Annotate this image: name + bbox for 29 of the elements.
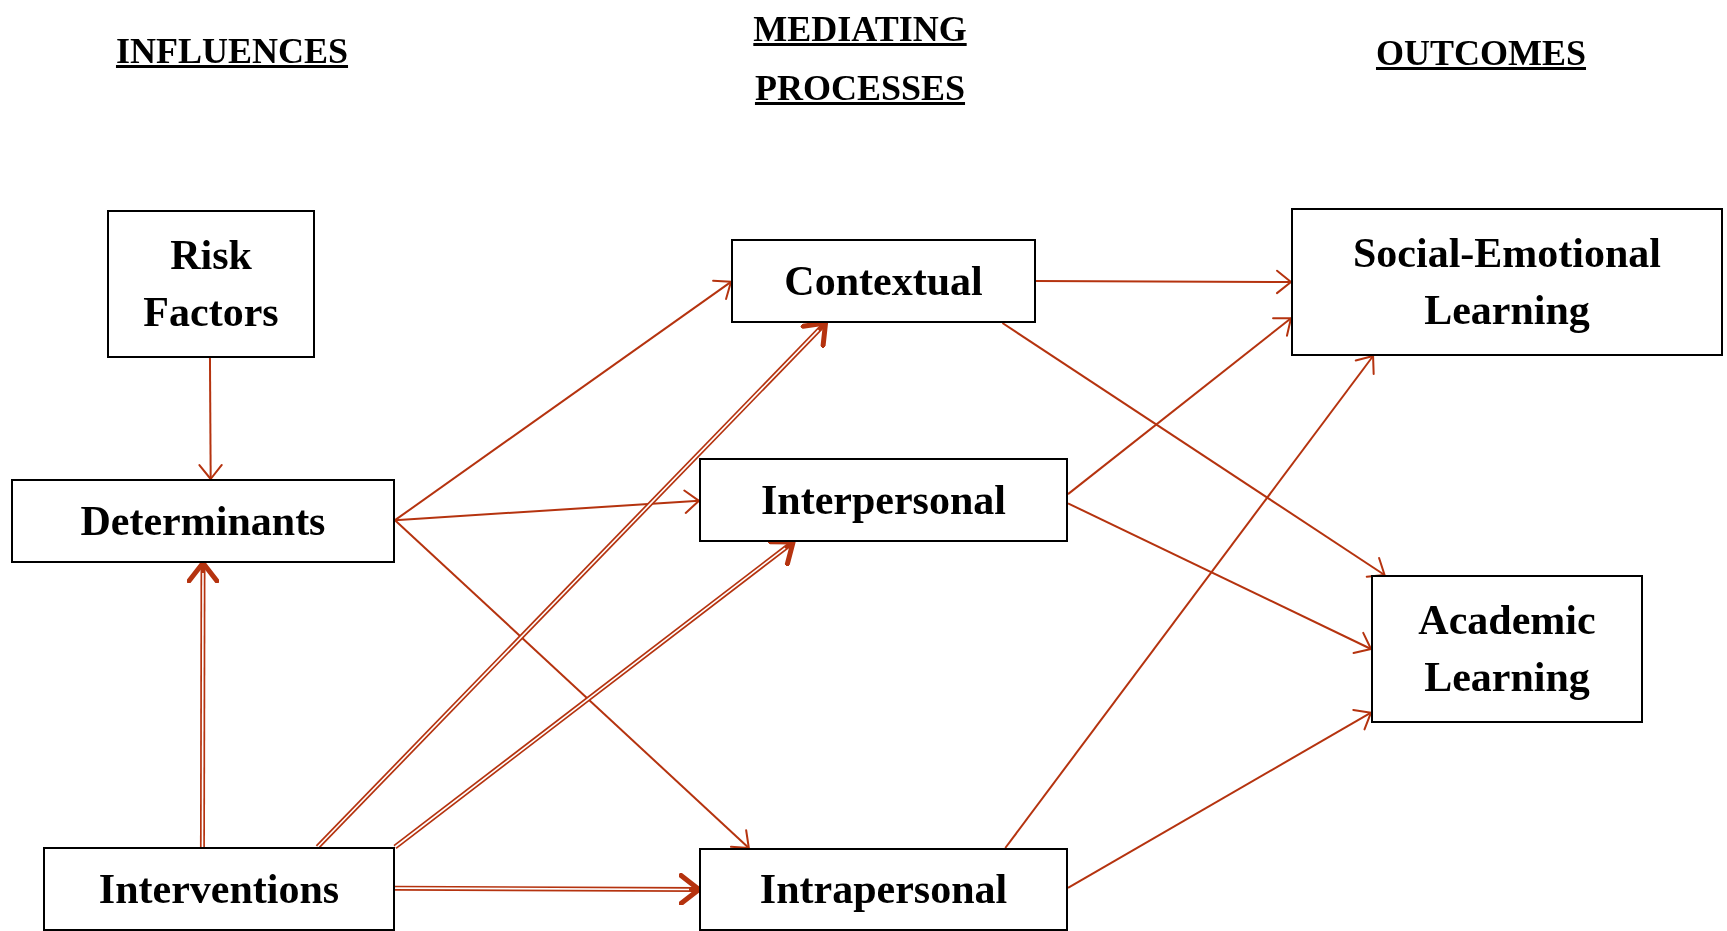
column-heading: MEDIATING PROCESSES: [752, 8, 968, 111]
arrow: [394, 489, 700, 522]
concept-box: [43, 847, 395, 931]
concept-box: [11, 479, 395, 563]
concept-box: [107, 210, 315, 358]
arrow: [394, 519, 750, 849]
box-label: Interpersonal: [760, 475, 1007, 525]
box-label: Academic Learning: [1417, 596, 1597, 702]
arrow: [1004, 355, 1375, 849]
arrow: [1067, 708, 1372, 889]
concept-box: [1371, 575, 1643, 723]
box-label: Risk Factors: [142, 231, 280, 337]
concept-box: [1291, 208, 1723, 356]
column-heading: OUTCOMES: [1376, 32, 1586, 75]
concept-box: [731, 239, 1036, 323]
box-label: Interventions: [97, 864, 341, 914]
arrow: [1067, 317, 1292, 496]
concept-box: [699, 848, 1068, 931]
box-label: Social-Emotional Learning: [1352, 229, 1662, 335]
box-label: Determinants: [79, 496, 327, 546]
box-label: Intrapersonal: [758, 865, 1009, 915]
arrow: [198, 357, 223, 480]
arrow: [1035, 269, 1292, 295]
concept-box: [699, 458, 1068, 542]
arrow: [394, 279, 732, 522]
box-label: Contextual: [783, 256, 984, 306]
arrow: [1067, 502, 1372, 655]
column-heading: INFLUENCES: [115, 30, 349, 73]
arrow: [1001, 322, 1386, 578]
